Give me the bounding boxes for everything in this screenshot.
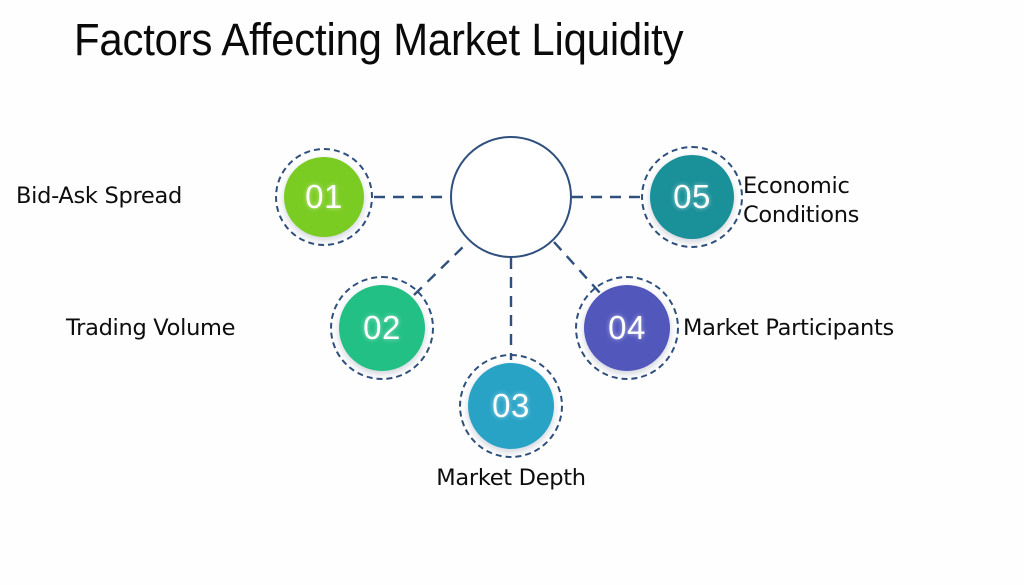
node-05-label: Economic Conditions <box>743 173 860 228</box>
connector-02 <box>413 241 469 296</box>
node-01-label: Bid-Ask Spread <box>16 183 182 209</box>
node-01-disc <box>284 157 364 237</box>
node-01-dashed-ring <box>275 148 373 246</box>
node-05-number: 05 <box>673 178 711 215</box>
node-03-disc <box>468 363 554 449</box>
node-03-number: 03 <box>492 387 530 424</box>
node-02-disc <box>339 285 425 371</box>
node-04-label: Market Participants <box>683 315 894 341</box>
node-05-dashed-ring <box>641 146 743 248</box>
node-02-label: Trading Volume <box>66 315 236 341</box>
node-02[interactable]: 02 <box>330 276 434 380</box>
node-05[interactable]: 05 <box>641 146 743 248</box>
node-01[interactable]: 01 <box>275 148 373 246</box>
node-03-label: Market Depth <box>436 465 586 491</box>
node-05-disc <box>650 155 734 239</box>
node-04[interactable]: 04 <box>575 276 679 380</box>
node-01-number: 01 <box>305 178 343 215</box>
node-03-dashed-ring <box>459 354 563 458</box>
connector-04 <box>553 241 601 294</box>
node-04-disc <box>584 285 670 371</box>
node-04-number: 04 <box>608 309 646 346</box>
page-title: Factors Affecting Market Liquidity <box>74 14 684 65</box>
node-02-number: 02 <box>363 309 401 346</box>
center-hub <box>450 136 572 258</box>
node-03[interactable]: 03 <box>459 354 563 458</box>
node-04-dashed-ring <box>575 276 679 380</box>
node-02-dashed-ring <box>330 276 434 380</box>
